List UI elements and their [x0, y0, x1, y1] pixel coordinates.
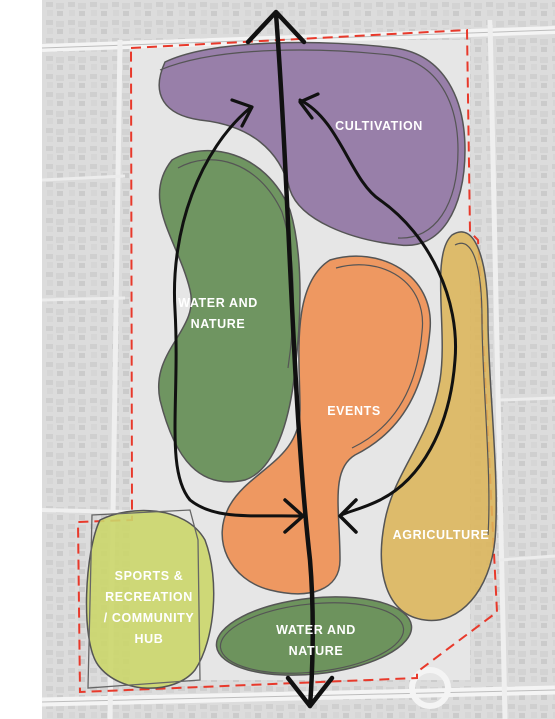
- south-arrowhead: [285, 675, 335, 709]
- label-events: EVENTS: [327, 404, 381, 418]
- zone-sports-hub: [85, 509, 215, 689]
- label-water-nature-west: WATER AND NATURE: [178, 296, 258, 331]
- events-arrowhead-east: [338, 498, 358, 534]
- zone-label-line: EVENTS: [327, 404, 381, 418]
- events-arrowhead-west: [283, 498, 305, 534]
- zone-events: [221, 255, 431, 595]
- zone-label-line: CULTIVATION: [335, 119, 423, 133]
- zone-agriculture: [380, 231, 497, 622]
- loop-arrow-east: [298, 98, 458, 518]
- label-sports-hub: SPORTS & RECREATION / COMMUNITY HUB: [104, 569, 195, 646]
- label-agriculture: AGRICULTURE: [393, 528, 490, 542]
- zone-label-line: NATURE: [289, 644, 344, 658]
- zone-label-line: NATURE: [191, 317, 246, 331]
- zone-label-line: HUB: [135, 632, 164, 646]
- zone-label-line: WATER AND: [178, 296, 258, 310]
- flow-arrows: [172, 9, 458, 709]
- zone-label-line: WATER AND: [276, 623, 356, 637]
- label-cultivation: CULTIVATION: [335, 119, 423, 133]
- zone-label-line: SPORTS &: [115, 569, 184, 583]
- loop-arrow-west: [172, 106, 302, 518]
- site-boundary: [76, 28, 499, 694]
- zone-label-line: AGRICULTURE: [393, 528, 490, 542]
- zone-label-line: RECREATION: [105, 590, 193, 604]
- zone-cultivation: [158, 41, 466, 247]
- main-axis-arrow: [273, 11, 315, 709]
- zone-labels: CULTIVATION WATER AND NATURE EVENTS AGRIC…: [104, 119, 490, 658]
- north-arrowhead: [245, 9, 307, 45]
- label-water-nature-south: WATER AND NATURE: [276, 623, 356, 658]
- zone-label-line: / COMMUNITY: [104, 611, 195, 625]
